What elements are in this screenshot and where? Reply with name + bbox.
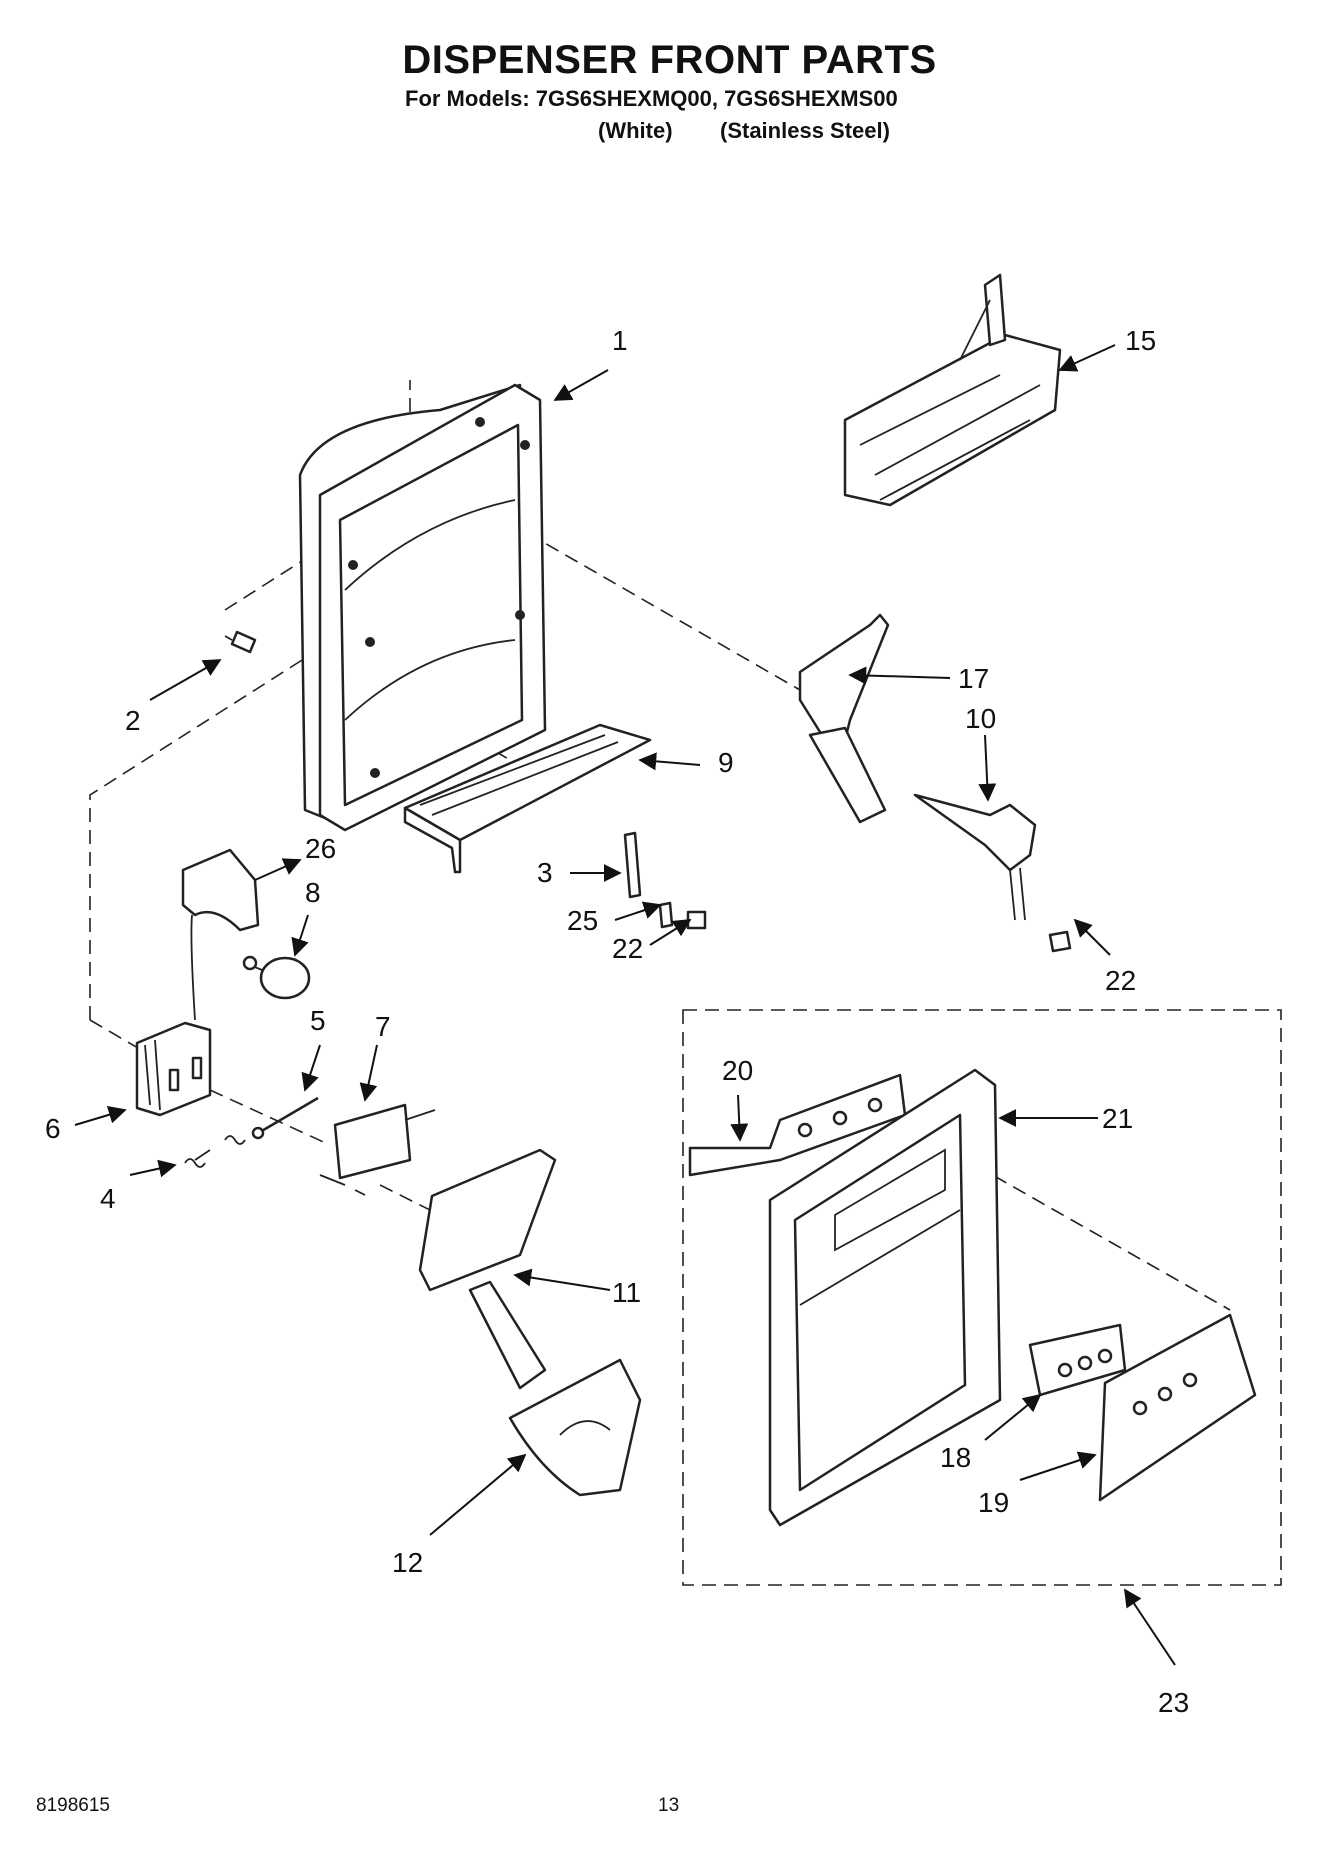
page-number: 13	[658, 1795, 680, 1816]
part-4-springs	[184, 1135, 246, 1168]
part-19-control-overlay	[1098, 1313, 1257, 1502]
part-2-screw	[224, 630, 257, 654]
callout-12: 12	[392, 1547, 423, 1578]
callout-labels: 1 2 3 4 5 6 7 8 9 10 11 12 15 17 18 19 2…	[45, 325, 1189, 1718]
callout-7: 7	[375, 1011, 391, 1042]
part-5-pin	[251, 1096, 319, 1140]
part-26-cover	[181, 848, 260, 932]
callout-18: 18	[940, 1442, 971, 1473]
part-1-dispenser-housing	[298, 383, 547, 832]
document-number: 8198615	[36, 1795, 110, 1816]
callout-23: 23	[1158, 1687, 1189, 1718]
callout-leaders	[74, 344, 1176, 1666]
part-21-trim-frame	[768, 1068, 1002, 1527]
callout-6: 6	[45, 1113, 61, 1144]
callout-5: 5	[310, 1005, 326, 1036]
models-line: For Models: 7GS6SHEXMQ00, 7GS6SHEXMS00	[405, 86, 898, 111]
part-17-actuator-lever	[798, 613, 890, 824]
callout-19: 19	[978, 1487, 1009, 1518]
part-20-switch-strip	[688, 1073, 907, 1177]
callout-20: 20	[722, 1055, 753, 1086]
part-22-screw-b	[1048, 930, 1072, 953]
part-9-drip-tray	[403, 723, 652, 874]
callout-8: 8	[305, 877, 321, 908]
part-11-funnel-arm	[418, 1148, 557, 1390]
callout-4: 4	[100, 1183, 116, 1214]
part-6-module	[135, 914, 212, 1117]
callout-15: 15	[1125, 325, 1156, 356]
part-12-chute-door	[508, 1358, 642, 1497]
callout-9: 9	[718, 747, 734, 778]
callout-11: 11	[612, 1277, 641, 1308]
assembly-23-boundary	[682, 1009, 1282, 1586]
callout-3: 3	[537, 857, 553, 888]
part-15-control-board	[843, 273, 1062, 507]
dashed-assembly-lines	[89, 380, 1282, 1586]
callout-2: 2	[125, 705, 141, 736]
page-title: DISPENSER FRONT PARTS	[402, 38, 937, 82]
callout-26: 26	[305, 833, 336, 864]
callout-22-b: 22	[1105, 965, 1136, 996]
callout-1: 1	[612, 325, 628, 356]
callout-21: 21	[1102, 1103, 1133, 1134]
part-8-motor	[242, 955, 311, 1000]
variant-stainless: (Stainless Steel)	[720, 118, 890, 143]
part-7-bracket	[319, 1103, 436, 1196]
callout-17: 17	[958, 663, 989, 694]
part-22-screw-a	[686, 910, 707, 930]
part-18-control-module	[1028, 1323, 1127, 1397]
callout-10: 10	[965, 703, 996, 734]
variant-white: (White)	[598, 118, 673, 143]
part-3-switch	[623, 831, 642, 899]
part-10-switch-lever	[913, 793, 1037, 921]
callout-22-a: 22	[612, 933, 643, 964]
callout-25: 25	[567, 905, 598, 936]
part-25-clip	[658, 901, 674, 929]
